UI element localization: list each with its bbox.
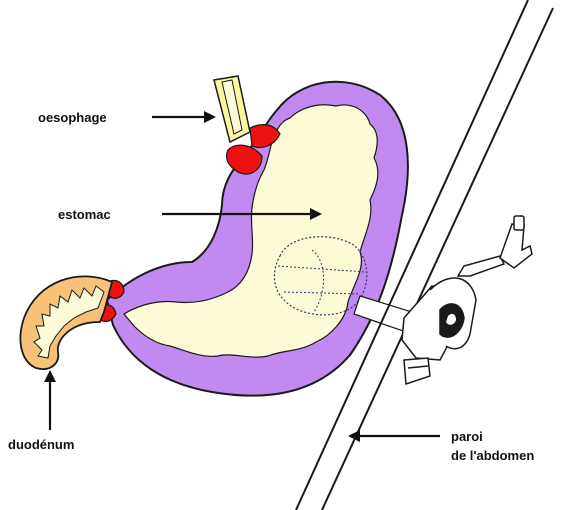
arrowhead-oesophagus: [204, 111, 216, 123]
label-oesophagus: oesophage: [38, 110, 107, 125]
label-duodenum: duodénum: [8, 437, 74, 452]
label-abdominal-wall-line2: de l'abdomen: [451, 448, 534, 463]
external-port-device: [402, 216, 532, 384]
label-abdominal-wall-line1: paroi: [451, 429, 483, 444]
arrowhead-duodenum: [44, 370, 56, 382]
label-stomach: estomac: [58, 207, 111, 222]
